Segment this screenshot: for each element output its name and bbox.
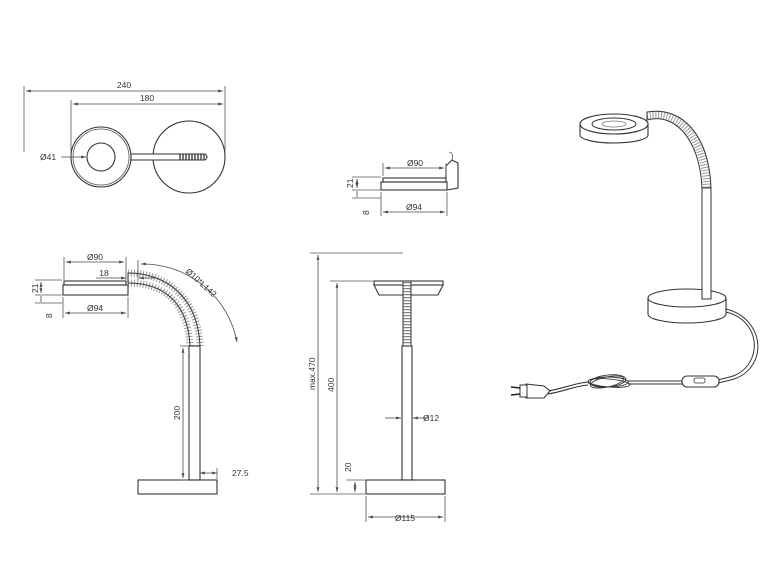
dim-side-21-label: 21 bbox=[30, 283, 40, 293]
dim-side-90-label: Ø90 bbox=[87, 252, 103, 262]
side-view-head-top bbox=[63, 280, 127, 286]
perspective-head-lens bbox=[601, 120, 627, 128]
top-view: 240 180 Ø41 bbox=[23, 80, 226, 194]
side-view-pole bbox=[188, 345, 201, 481]
dim-front-470-label: max.470 bbox=[307, 357, 317, 390]
dim-side-8-label: 8 bbox=[44, 313, 54, 318]
dim-side-94-label: Ø94 bbox=[87, 303, 103, 313]
perspective-plug-pin-2 bbox=[510, 393, 521, 396]
front-view-base bbox=[365, 479, 446, 495]
dim-240-label: 240 bbox=[117, 80, 131, 90]
dim-front-12-label: Ø12 bbox=[423, 413, 439, 423]
dim-head-94-label: Ø94 bbox=[406, 202, 422, 212]
dim-180-label: 180 bbox=[140, 93, 154, 103]
perspective-switch-button bbox=[693, 377, 706, 384]
head-detail-top bbox=[382, 177, 447, 183]
side-view: Ø90 18 21 8 Ø94 Ø10*L142 200 27.5 bbox=[30, 252, 249, 495]
head-detail-connector bbox=[445, 159, 459, 191]
perspective-cable-b bbox=[717, 308, 759, 384]
perspective-plug bbox=[525, 383, 551, 399]
front-view-head-body bbox=[373, 284, 444, 296]
perspective-plug-face bbox=[519, 384, 528, 398]
dim-front-115-label: Ø115 bbox=[395, 513, 415, 523]
dim-head-8-label: 8 bbox=[361, 210, 371, 215]
perspective-cable-coil bbox=[587, 374, 631, 389]
side-view-gooseneck bbox=[127, 272, 201, 347]
top-view-gooseneck bbox=[130, 153, 208, 161]
head-detail-view: Ø90 21 8 Ø94 bbox=[345, 151, 459, 216]
dim-front-20-label: 20 bbox=[343, 462, 353, 472]
perspective-view bbox=[510, 110, 759, 399]
side-view-head-body bbox=[62, 284, 129, 296]
perspective-cable bbox=[717, 311, 755, 381]
dim-side-18-label: 18 bbox=[99, 268, 109, 278]
dim-side-27-label: 27.5 bbox=[232, 468, 249, 478]
front-view: max.470 400 Ø12 20 Ø115 bbox=[307, 252, 446, 523]
perspective-plug-pin-1 bbox=[510, 386, 521, 389]
top-view-gooseneck-ribs bbox=[179, 154, 205, 160]
dim-side-200-label: 200 bbox=[172, 406, 182, 420]
head-detail-body bbox=[380, 181, 448, 191]
dim-gooseneck-arc bbox=[140, 262, 238, 343]
dim-head-21-label: 21 bbox=[345, 178, 355, 188]
perspective-base-top bbox=[647, 288, 727, 308]
dim-gooseneck-label: Ø10*L142 bbox=[184, 266, 219, 299]
front-view-pole bbox=[401, 345, 413, 481]
dim-head-90-label: Ø90 bbox=[407, 158, 423, 168]
perspective-pole bbox=[701, 187, 712, 300]
top-view-head-inner bbox=[86, 142, 116, 172]
dim-front-400-label: 400 bbox=[326, 378, 336, 392]
dim-41-label: Ø41 bbox=[40, 152, 56, 162]
side-view-base bbox=[137, 479, 218, 495]
